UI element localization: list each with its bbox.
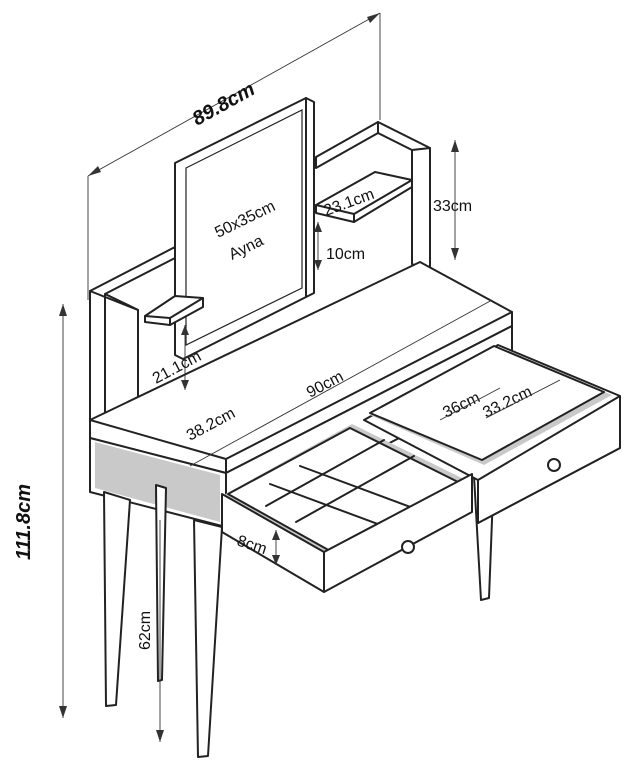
total-width-dimension	[87, 12, 381, 300]
table-width-dimension	[189, 299, 493, 467]
mirror	[174, 97, 315, 360]
total-width-label: 89.8cm	[189, 78, 259, 130]
shelf-gap-dimension	[314, 222, 322, 270]
upper-height-dimension	[451, 140, 459, 260]
total-height-label: 111.8cm	[13, 484, 35, 560]
left-drawer	[221, 424, 473, 593]
side-shelf-dimension	[181, 325, 189, 390]
legs	[103, 467, 495, 758]
left-shelf	[144, 295, 204, 326]
right-drawer-knob	[547, 458, 561, 472]
leg-height-dimension	[156, 520, 164, 742]
right-drawer	[363, 344, 621, 524]
shelf-gap-label: 10cm	[326, 246, 365, 263]
upper-height-label: 33cm	[433, 198, 472, 215]
upper-shelf	[315, 171, 413, 223]
total-height-dimension	[59, 304, 67, 718]
drawer-dimension-lines	[439, 379, 561, 421]
leg-height-label: 62cm	[137, 611, 154, 650]
left-drawer-knob	[401, 540, 415, 554]
drawer-height-dimension	[272, 530, 280, 565]
